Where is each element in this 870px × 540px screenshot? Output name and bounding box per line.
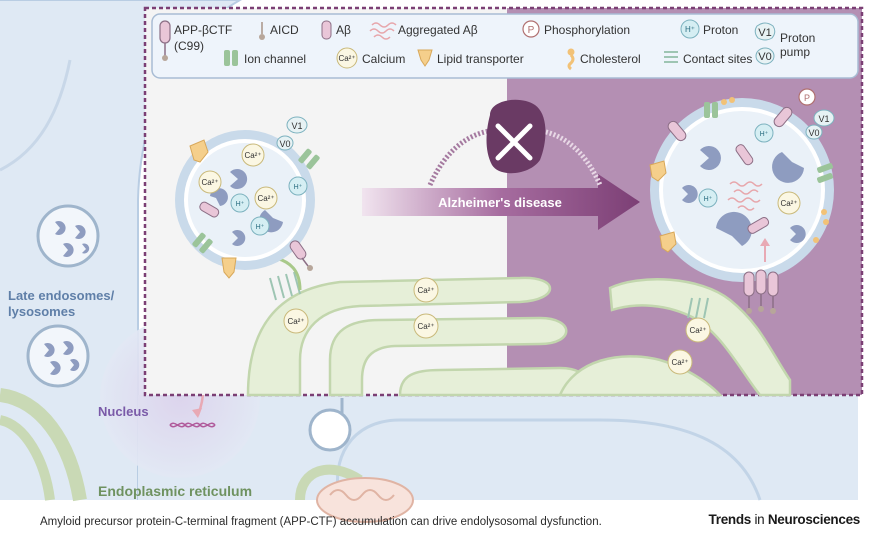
legend-cholesterol: Cholesterol	[580, 52, 641, 66]
legend-phospho: Phosphorylation	[544, 23, 630, 37]
disease-proton-2	[698, 188, 718, 208]
small-vesicle	[308, 398, 352, 452]
legend-contact-sites-icon	[664, 51, 678, 63]
legend-calcium: Calcium	[362, 52, 405, 66]
alzheimers-arrow	[362, 174, 640, 230]
zoom-panel-border	[143, 6, 864, 397]
blocked-x-icon	[495, 123, 533, 161]
er-calcium-3-label: Ca²⁺	[287, 317, 304, 326]
normal-calcium-2	[198, 170, 222, 194]
legend-v1: V1	[758, 27, 771, 39]
legend-proton-pump-icon	[754, 22, 776, 65]
contact-sites-normal	[269, 271, 301, 301]
legend-proton-icon	[680, 19, 700, 39]
normal-proton-3	[250, 216, 270, 236]
legend-ion-channel: Ion channel	[244, 52, 306, 66]
legend-abeta: Aβ	[336, 23, 351, 37]
normal-calcium-2-label: Ca²⁺	[201, 178, 218, 187]
er-background	[0, 388, 363, 502]
er-calcium-4	[685, 317, 711, 343]
journal-logo-part3: Neurosciences	[767, 512, 860, 527]
disease-calcium-1	[777, 191, 801, 215]
normal-proton-3-label: H⁺	[256, 224, 265, 231]
legend-lipid-transporter-icon	[417, 49, 433, 67]
legend-contact-sites: Contact sites	[683, 52, 752, 66]
legend-phospho-icon	[522, 20, 540, 38]
legend-aggregated-icon	[369, 22, 397, 40]
er-calcium-5	[667, 349, 693, 375]
late-endosome-1	[36, 204, 100, 268]
journal-logo: Trends in Neurosciences	[708, 512, 861, 527]
legend-cholesterol-icon	[567, 48, 575, 71]
legend-app-ctf-icon	[159, 20, 171, 61]
er-calcium-3	[283, 308, 309, 334]
legend-box	[151, 13, 859, 79]
normal-proton-1-label: H⁺	[294, 184, 303, 191]
legend-proton: Proton	[703, 23, 738, 37]
legend-calcium-icon	[336, 47, 358, 69]
dysfunctional-endolysosome	[649, 97, 835, 314]
legend-aicd-icon	[259, 22, 265, 40]
normal-calcium-3	[254, 186, 278, 210]
er-calcium-1-label: Ca²⁺	[417, 286, 434, 295]
normal-proton-1	[288, 176, 308, 196]
normal-v1-label: V1	[291, 121, 302, 131]
normal-proton-2	[230, 193, 250, 213]
er-calcium-2-label: Ca²⁺	[417, 322, 434, 331]
er-panel	[246, 276, 792, 397]
lysosomes-label: lysosomes	[8, 304, 75, 319]
legend-proton-pump-1: Proton	[780, 31, 815, 45]
legend-app-ctf: APP-βCTF	[174, 23, 232, 37]
nucleus-label: Nucleus	[98, 404, 149, 419]
legend-calcium-symbol: Ca²⁺	[338, 54, 355, 63]
legend-proton-pump-2: pump	[780, 45, 810, 59]
disease-calcium-1-label: Ca²⁺	[780, 199, 797, 208]
er-calcium-1	[413, 277, 439, 303]
er-calcium-2	[413, 313, 439, 339]
journal-logo-part1: Trends	[708, 512, 752, 527]
legend-v0: V0	[758, 51, 771, 63]
normal-v0-label: V0	[279, 139, 290, 149]
normal-calcium-3-label: Ca²⁺	[257, 194, 274, 203]
normal-proton-2-label: H⁺	[236, 201, 245, 208]
legend-proton-symbol: H⁺	[685, 25, 695, 34]
journal-logo-part2: in	[754, 512, 765, 527]
er-label: Endoplasmic reticulum	[98, 483, 252, 499]
disease-phospho-icon	[798, 88, 816, 106]
legend-aicd: AICD	[270, 23, 299, 37]
disease-proton-2-label: H⁺	[704, 196, 713, 203]
normal-calcium-1	[241, 143, 265, 167]
disease-phospho-label: P	[804, 93, 810, 103]
er-calcium-4-label: Ca²⁺	[689, 326, 706, 335]
late-endosome-2	[26, 324, 90, 388]
er-calcium-5-label: Ca²⁺	[671, 358, 688, 367]
legend-app-ctf-sub: (C99)	[174, 39, 204, 53]
alzheimers-label: Alzheimer's disease	[438, 195, 562, 210]
legend-aggregated: Aggregated Aβ	[398, 23, 478, 37]
late-endosomes-label: Late endosomes/	[8, 288, 115, 303]
figure-caption: Amyloid precursor protein-C-terminal fra…	[40, 516, 602, 528]
legend-ion-channel-icon	[224, 50, 238, 66]
disease-proton-1-label: H⁺	[760, 131, 769, 138]
legend-abeta-icon	[321, 20, 332, 40]
mitochondrion	[316, 477, 414, 523]
disease-v1-label: V1	[818, 114, 829, 124]
legend-lipid-transporter: Lipid transporter	[437, 52, 524, 66]
legend-phospho-symbol: P	[528, 25, 535, 36]
contact-sites-disease	[687, 297, 709, 319]
disease-v0-label: V0	[808, 128, 819, 138]
disease-proton-1	[754, 123, 774, 143]
normal-calcium-1-label: Ca²⁺	[244, 151, 261, 160]
